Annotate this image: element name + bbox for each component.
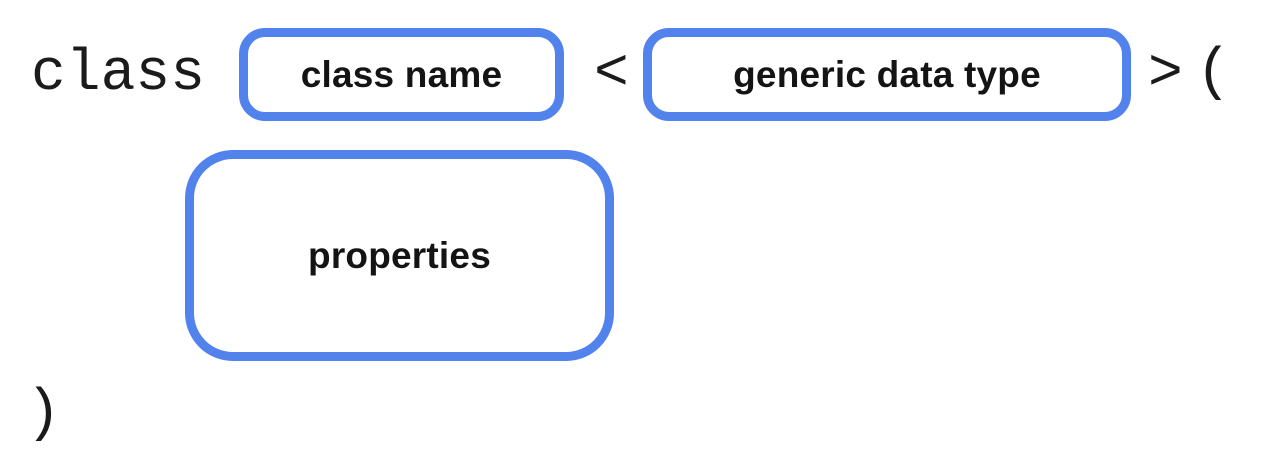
- class-keyword: class: [31, 42, 206, 107]
- class-name-placeholder-box: class name: [239, 28, 564, 121]
- close-parenthesis-symbol: ): [26, 382, 61, 447]
- class-name-label: class name: [300, 53, 503, 95]
- close-angle-bracket-symbol: >: [1148, 42, 1183, 107]
- open-parenthesis-symbol: (: [1196, 41, 1231, 106]
- generic-data-type-placeholder-box: generic data type: [643, 28, 1131, 121]
- generic-data-type-label: generic data type: [733, 53, 1041, 95]
- properties-label: properties: [308, 234, 491, 276]
- properties-placeholder-box: properties: [185, 150, 614, 361]
- open-angle-bracket-symbol: <: [594, 42, 629, 107]
